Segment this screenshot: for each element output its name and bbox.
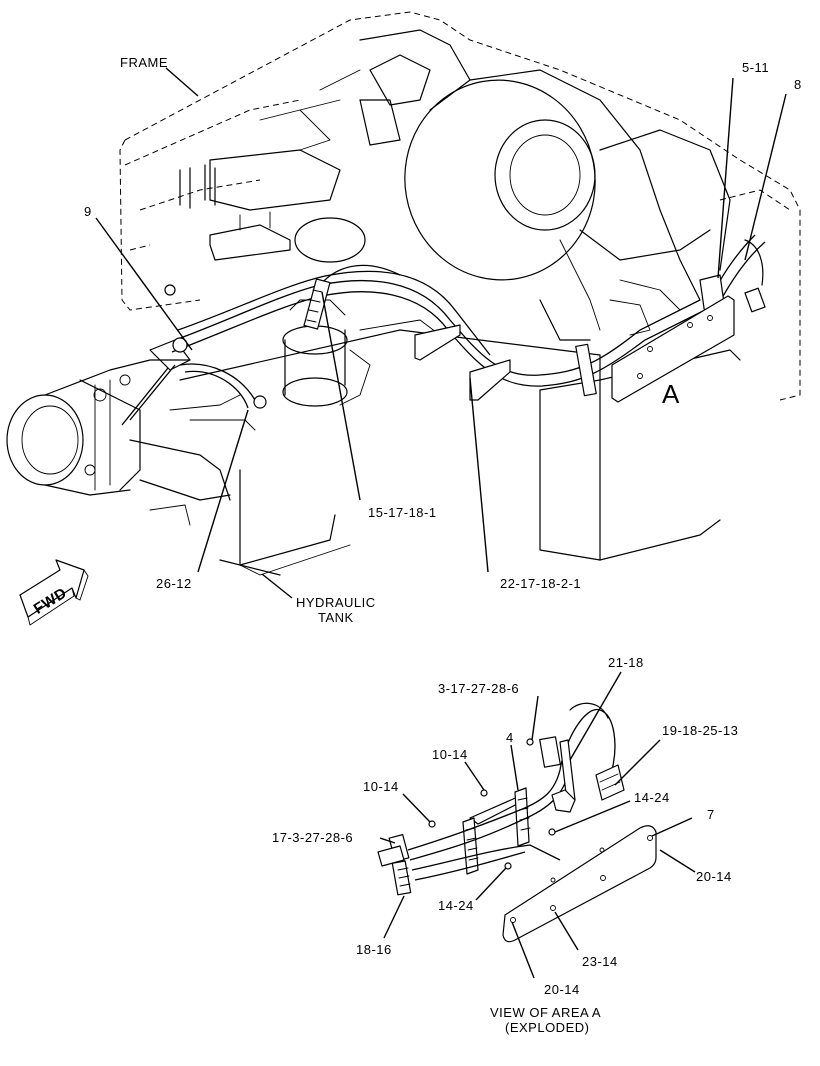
callout-26-12: 26-12 bbox=[156, 576, 192, 591]
label-tank: TANK bbox=[318, 610, 354, 625]
callout-20-14-bottom: 20-14 bbox=[544, 982, 580, 997]
callout-19-18-25-13: 19-18-25-13 bbox=[662, 723, 738, 738]
callout-10-14-lower: 10-14 bbox=[363, 779, 399, 794]
callout-labels: FRAME 5-11 8 9 15-17-18-1 26-12 22-17-18… bbox=[84, 55, 802, 1035]
exploded-view bbox=[377, 702, 657, 943]
callout-14-24-right: 14-24 bbox=[634, 790, 670, 805]
callout-3-17-27-28-6: 3-17-27-28-6 bbox=[438, 681, 519, 696]
callout-20-14-right: 20-14 bbox=[696, 869, 732, 884]
view-caption-line1: VIEW OF AREA A bbox=[490, 1005, 601, 1020]
hose-bundle bbox=[121, 234, 766, 426]
callout-17-3-27-28-6: 17-3-27-28-6 bbox=[272, 830, 353, 845]
final-drive-left bbox=[6, 339, 256, 526]
callout-5-11: 5-11 bbox=[742, 60, 769, 75]
hose-clamps bbox=[164, 274, 766, 409]
area-a-label: A bbox=[662, 379, 680, 409]
callout-9: 9 bbox=[84, 204, 92, 219]
callout-22-17-18-2-1: 22-17-18-2-1 bbox=[500, 576, 581, 591]
callout-7: 7 bbox=[707, 807, 715, 822]
callout-14-24-left: 14-24 bbox=[438, 898, 474, 913]
callout-15-17-18-1: 15-17-18-1 bbox=[368, 505, 437, 520]
callout-4: 4 bbox=[506, 730, 514, 745]
label-hydraulic: HYDRAULIC bbox=[296, 595, 376, 610]
label-frame: FRAME bbox=[120, 55, 168, 70]
view-caption-line2: (EXPLODED) bbox=[505, 1020, 589, 1035]
leader-lines-top bbox=[95, 67, 787, 599]
pump-cylinder bbox=[282, 217, 441, 407]
callout-8: 8 bbox=[794, 77, 802, 92]
fwd-arrow-icon: FWD bbox=[19, 559, 89, 626]
frame-outline bbox=[119, 11, 801, 401]
leader-lines-exploded bbox=[379, 671, 696, 979]
transmission-housing bbox=[179, 29, 731, 341]
callout-21-18: 21-18 bbox=[608, 655, 644, 670]
callout-23-14: 23-14 bbox=[582, 954, 618, 969]
callout-10-14-upper: 10-14 bbox=[432, 747, 468, 762]
area-a-plate: A bbox=[611, 295, 735, 409]
callout-18-16: 18-16 bbox=[356, 942, 392, 957]
